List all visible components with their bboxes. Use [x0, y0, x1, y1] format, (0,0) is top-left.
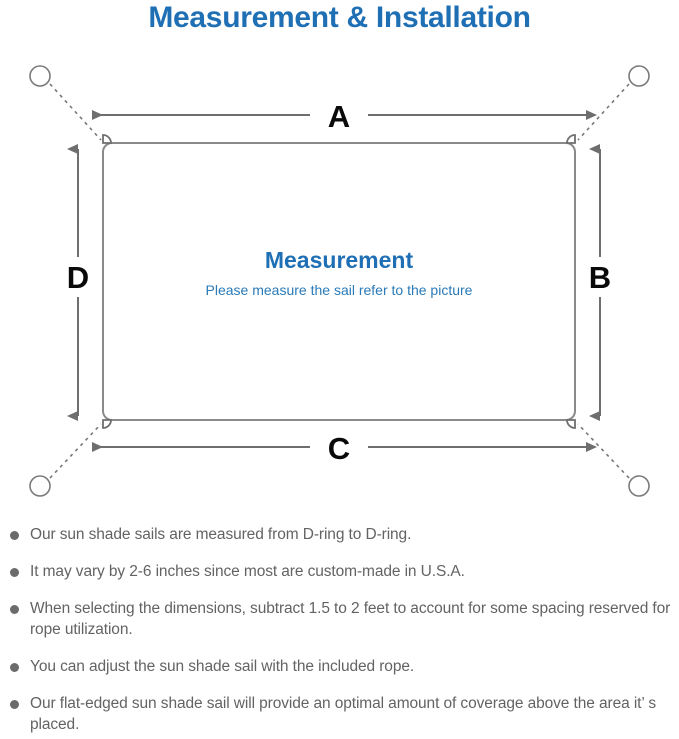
rope-line-bottom-left	[49, 423, 102, 479]
page-title: Measurement & Installation	[148, 1, 531, 34]
anchor-bottom-right-icon	[628, 475, 650, 497]
list-item: Our sun shade sails are measured from D-…	[10, 524, 671, 545]
dimension-label-d: D	[67, 260, 89, 295]
anchor-points	[29, 65, 650, 497]
diagram-center-title: Measurement	[265, 247, 414, 273]
d-ring-top-right-icon	[566, 134, 576, 144]
rope-line-top-right	[577, 83, 630, 141]
list-item: It may vary by 2-6 inches since most are…	[10, 561, 671, 582]
list-item: Our flat-edged sun shade sail will provi…	[10, 693, 671, 735]
list-item: You can adjust the sun shade sail with t…	[10, 656, 671, 677]
rope-lines	[49, 83, 630, 479]
sail-body	[102, 142, 576, 421]
notes-list: Our sun shade sails are measured from D-…	[0, 524, 679, 735]
rope-line-top-left	[49, 83, 102, 141]
rope-line-bottom-right	[577, 423, 630, 479]
diagram-center-subtitle: Please measure the sail refer to the pic…	[206, 282, 473, 298]
d-ring-top-left-icon	[102, 134, 112, 144]
anchor-bottom-left-icon	[29, 475, 51, 497]
dimension-label-c: C	[328, 431, 350, 466]
bullet-dot-icon	[10, 663, 19, 672]
d-ring-bottom-right-icon	[566, 419, 576, 429]
d-rings	[102, 134, 576, 429]
sail-measurement-diagram: A C D B Measurement Please measure the s…	[0, 45, 679, 515]
list-item-text: Our flat-edged sun shade sail will provi…	[30, 695, 656, 733]
list-item: When selecting the dimensions, subtract …	[10, 598, 671, 640]
list-item-text: When selecting the dimensions, subtract …	[30, 600, 671, 638]
list-item-text: You can adjust the sun shade sail with t…	[30, 658, 415, 675]
bullet-dot-icon	[10, 568, 19, 577]
bullet-dot-icon	[10, 700, 19, 709]
d-ring-bottom-left-icon	[102, 419, 112, 429]
bullet-dot-icon	[10, 531, 19, 540]
list-item-text: Our sun shade sails are measured from D-…	[30, 526, 412, 543]
anchor-top-left-icon	[29, 65, 51, 87]
dimension-label-b: B	[589, 260, 611, 295]
bullet-dot-icon	[10, 605, 19, 614]
list-item-text: It may vary by 2-6 inches since most are…	[30, 563, 465, 580]
dimension-label-a: A	[328, 99, 350, 134]
anchor-top-right-icon	[628, 65, 650, 87]
